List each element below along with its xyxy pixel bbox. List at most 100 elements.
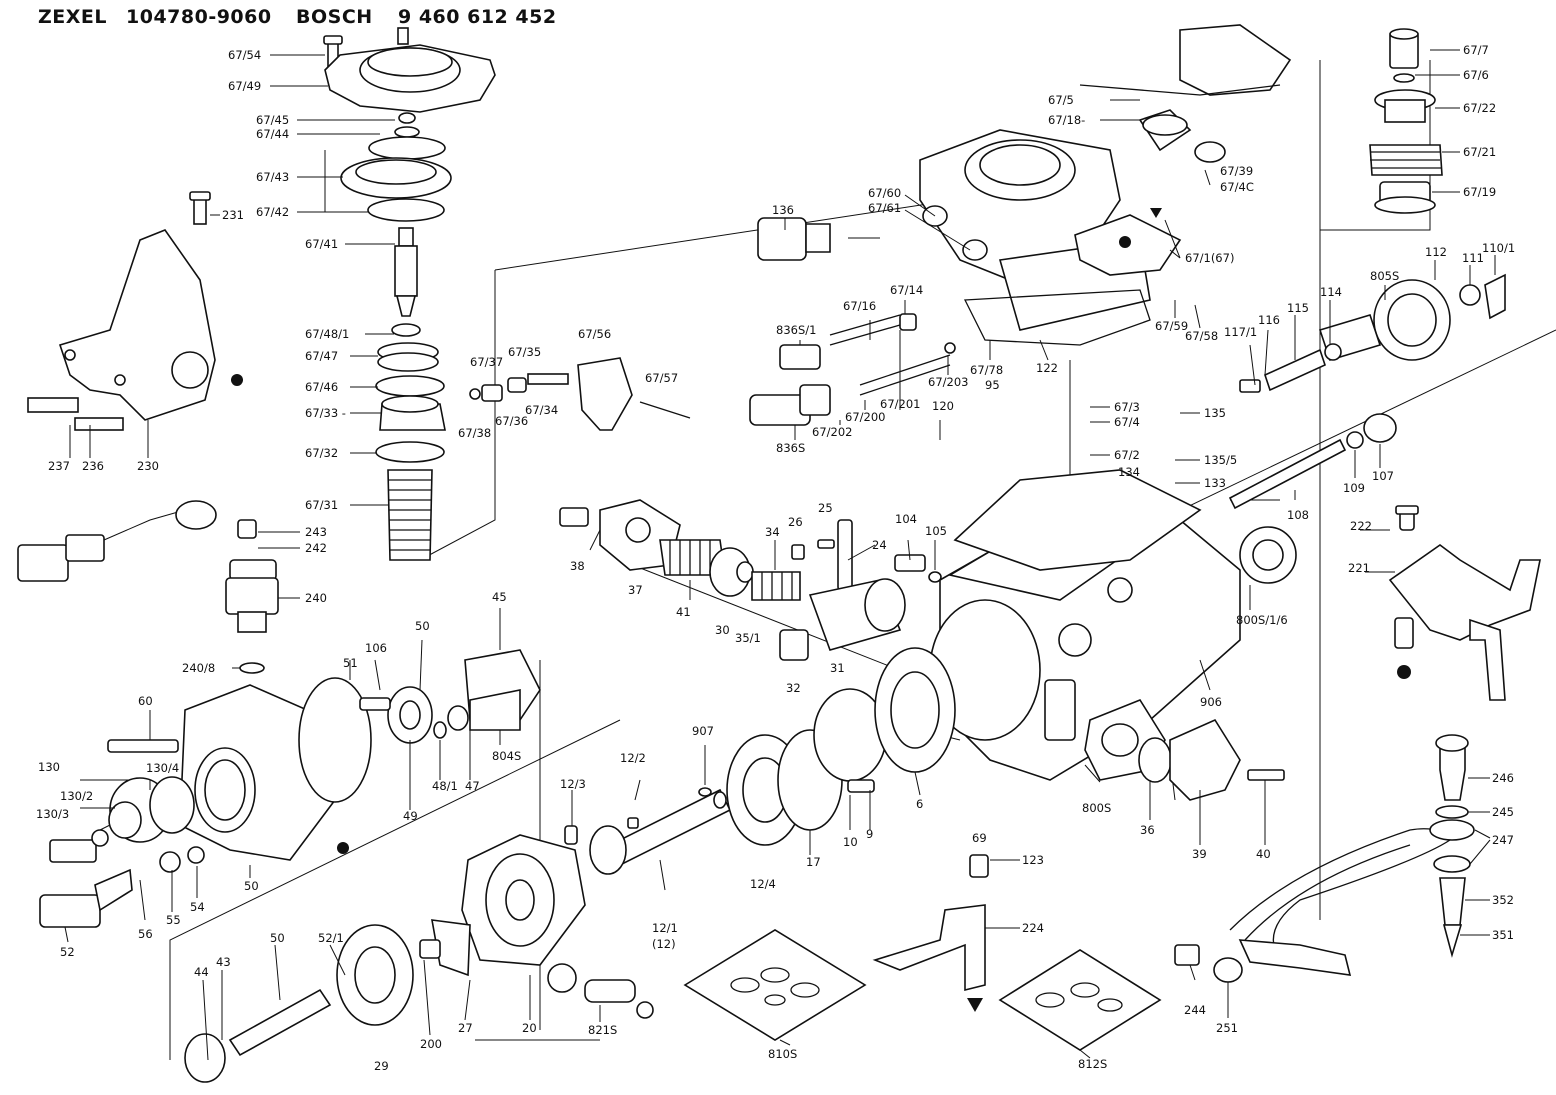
label-242: 242 bbox=[305, 541, 327, 555]
shaft-50 bbox=[228, 988, 332, 1057]
label-67-61: 67/61 bbox=[868, 201, 901, 215]
plunger-parts bbox=[559, 499, 1297, 661]
bolt-244 bbox=[1174, 944, 1200, 966]
label-27: 27 bbox=[458, 1021, 473, 1035]
label-24: 24 bbox=[872, 538, 887, 552]
gasket-kit-810s bbox=[683, 929, 867, 1041]
label-31: 31 bbox=[830, 661, 845, 675]
label-50-c: 50 bbox=[270, 931, 285, 945]
label-836s: 836S bbox=[776, 441, 805, 455]
label-34: 34 bbox=[765, 525, 780, 539]
label-67-18: 67/18- bbox=[1048, 113, 1085, 127]
label-122: 122 bbox=[1036, 361, 1058, 375]
sensor-connector-240 bbox=[17, 500, 279, 674]
label-114: 114 bbox=[1320, 285, 1342, 299]
label-67-60: 67/60 bbox=[868, 186, 901, 200]
leader-lines bbox=[64, 49, 1496, 1061]
label-67-19: 67/19 bbox=[1463, 185, 1496, 199]
label-67-6: 67/6 bbox=[1463, 68, 1489, 82]
label-36: 36 bbox=[1140, 823, 1155, 837]
shaft-108 bbox=[1228, 438, 1347, 510]
pin-24 bbox=[837, 519, 853, 591]
label-67-78: 67/78 bbox=[970, 363, 1003, 377]
part-labels: 67/54 67/49 67/45 67/44 67/43 67/42 67/4… bbox=[36, 43, 1515, 1073]
label-352: 352 bbox=[1492, 893, 1514, 907]
label-50-b: 50 bbox=[244, 879, 259, 893]
label-67-46: 67/46 bbox=[305, 380, 338, 394]
boost-compensator-assembly bbox=[323, 27, 496, 561]
label-60: 60 bbox=[138, 694, 153, 708]
label-231: 231 bbox=[222, 208, 244, 222]
label-109: 109 bbox=[1343, 481, 1365, 495]
label-117-1: 117/1 bbox=[1224, 325, 1257, 339]
cover-67-56 bbox=[577, 357, 633, 431]
label-136: 136 bbox=[772, 203, 794, 217]
label-135: 135 bbox=[1204, 406, 1226, 420]
solenoid-valve-parts bbox=[749, 217, 956, 426]
label-67-202: 67/202 bbox=[812, 425, 852, 439]
label-20: 20 bbox=[522, 1021, 537, 1035]
label-67-16: 67/16 bbox=[843, 299, 876, 313]
label-67-41: 67/41 bbox=[305, 237, 338, 251]
label-245: 245 bbox=[1492, 805, 1514, 819]
label-67-3: 67/3 bbox=[1114, 400, 1140, 414]
o-ring-51 bbox=[298, 677, 372, 803]
label-67-47: 67/47 bbox=[305, 349, 338, 363]
label-54: 54 bbox=[190, 900, 205, 914]
label-805s: 805S bbox=[1370, 269, 1399, 283]
label-804s: 804S bbox=[492, 749, 521, 763]
label-120: 120 bbox=[932, 399, 954, 413]
label-67-21: 67/21 bbox=[1463, 145, 1496, 159]
label-105: 105 bbox=[925, 524, 947, 538]
valve-52 bbox=[39, 894, 101, 928]
label-67-57: 67/57 bbox=[645, 371, 678, 385]
label-67-38: 67/38 bbox=[458, 426, 491, 440]
label-52: 52 bbox=[60, 945, 75, 959]
label-44: 44 bbox=[194, 965, 209, 979]
label-67-39: 67/39 bbox=[1220, 164, 1253, 178]
label-67-40: 67/4C bbox=[1220, 180, 1254, 194]
lever-bracket-230 bbox=[27, 191, 243, 431]
label-67-58: 67/58 bbox=[1185, 329, 1218, 343]
label-243: 243 bbox=[305, 525, 327, 539]
banjo-bolt-246 bbox=[1439, 744, 1466, 801]
label-123: 123 bbox=[1022, 853, 1044, 867]
spring-34 bbox=[751, 571, 801, 601]
label-106: 106 bbox=[365, 641, 387, 655]
label-67-35: 67/35 bbox=[508, 345, 541, 359]
label-110-1: 110/1 bbox=[1482, 241, 1515, 255]
label-134: 134 bbox=[1118, 465, 1140, 479]
label-25: 25 bbox=[818, 501, 833, 515]
governor-spring-stack bbox=[1369, 28, 1443, 214]
bolt-38 bbox=[559, 507, 589, 527]
label-108: 108 bbox=[1287, 508, 1309, 522]
label-116: 116 bbox=[1258, 313, 1280, 327]
plate-39 bbox=[1169, 718, 1241, 801]
pump-housing bbox=[919, 24, 1292, 781]
spring-352 bbox=[1439, 877, 1466, 926]
label-67-59: 67/59 bbox=[1155, 319, 1188, 333]
label-40: 40 bbox=[1256, 847, 1271, 861]
label-9: 9 bbox=[866, 827, 873, 841]
plate-67-44 bbox=[368, 136, 446, 160]
spring-804s bbox=[469, 689, 521, 731]
label-51: 51 bbox=[343, 656, 358, 670]
stop-lever-assembly bbox=[1388, 505, 1541, 701]
label-906: 906 bbox=[1200, 695, 1222, 709]
label-56: 56 bbox=[138, 927, 153, 941]
small-valve-parts bbox=[469, 357, 691, 431]
label-67-2: 67/2 bbox=[1114, 448, 1140, 462]
label-251: 251 bbox=[1216, 1021, 1238, 1035]
header-part-number-zexel: 104780-9060 bbox=[126, 6, 272, 28]
bolt-237 bbox=[27, 397, 79, 413]
connector-plug bbox=[17, 544, 69, 582]
pin-821s bbox=[584, 979, 636, 1003]
label-67-54: 67/54 bbox=[228, 48, 261, 62]
label-67-43: 67/43 bbox=[256, 170, 289, 184]
header-brand-zexel: ZEXEL bbox=[38, 6, 107, 28]
label-240: 240 bbox=[305, 591, 327, 605]
label-12-3: 12/3 bbox=[560, 777, 586, 791]
label-69: 69 bbox=[972, 831, 987, 845]
label-32: 32 bbox=[786, 681, 801, 695]
label-237: 237 bbox=[48, 459, 70, 473]
